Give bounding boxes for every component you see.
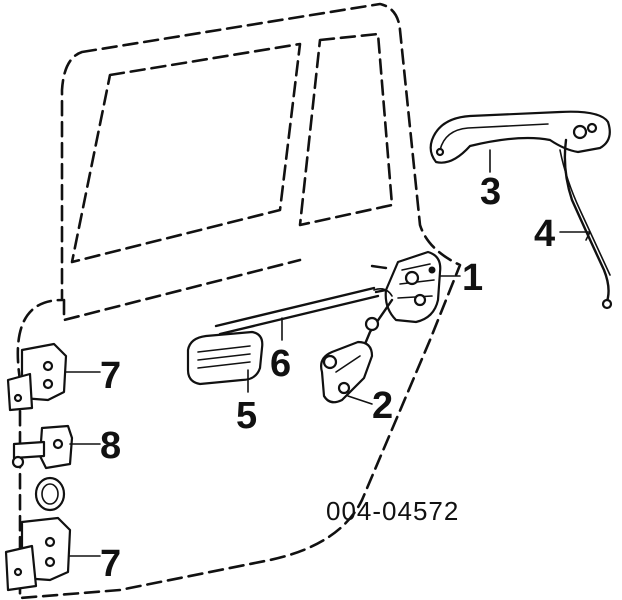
callout-5: 5: [236, 395, 257, 437]
door-outline: [16, 2, 462, 600]
callout-1: 1: [462, 257, 483, 299]
callouts: 1 2 3 4 5 6 7 8 7: [100, 171, 555, 585]
door-plug: [34, 476, 66, 512]
linkage-rod: [214, 286, 393, 336]
handle-rod: [559, 138, 613, 310]
callout-8: 8: [100, 425, 121, 467]
part-number: 004-04572: [326, 496, 459, 526]
door-latch-assembly: [370, 250, 442, 324]
lower-hinge: [4, 516, 72, 592]
inside-handle: [186, 330, 264, 386]
leader-lines: [65, 149, 591, 557]
callout-3: 3: [480, 171, 501, 213]
callout-7-upper: 7: [100, 355, 121, 397]
callout-2: 2: [372, 385, 393, 427]
callout-7-lower: 7: [100, 543, 121, 585]
door-check: [11, 424, 74, 470]
lock-actuator: [320, 340, 374, 404]
callout-4: 4: [534, 213, 555, 255]
upper-hinge: [6, 342, 68, 412]
outside-handle: [429, 110, 611, 164]
callout-6: 6: [270, 343, 291, 385]
